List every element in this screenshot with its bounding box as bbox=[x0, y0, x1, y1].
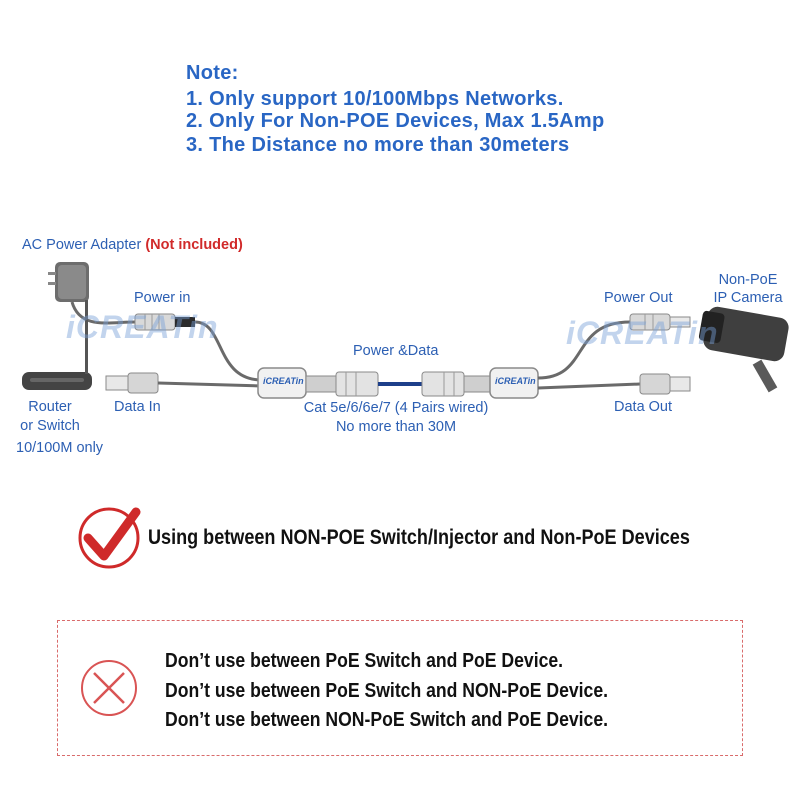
usage-ok-text: Using between NON-POE Switch/Injector an… bbox=[148, 526, 690, 549]
ac-adapter-text: AC Power Adapter bbox=[22, 237, 142, 253]
data-in-label: Data In bbox=[114, 399, 161, 415]
power-in-plug bbox=[134, 313, 195, 331]
dont-use-line-1: Don’t use between PoE Switch and PoE Dev… bbox=[165, 650, 564, 672]
or-switch-label: or Switch bbox=[20, 418, 80, 434]
brand-label-right: iCREATin bbox=[495, 376, 536, 386]
note-title: Note: bbox=[186, 62, 239, 84]
not-included-text: (Not included) bbox=[145, 237, 243, 253]
power-data-label: Power &Data bbox=[353, 343, 439, 359]
watermark-left: iCREATin bbox=[66, 309, 219, 345]
power-out-plug bbox=[629, 313, 691, 331]
note-line-2: 2. Only For Non-POE Devices, Max 1.5Amp bbox=[186, 110, 605, 132]
dont-use-line-3: Don’t use between NON-PoE Switch and PoE… bbox=[165, 709, 609, 731]
brand-label-left: iCREATin bbox=[263, 376, 304, 386]
splitter-box bbox=[489, 367, 539, 399]
cable-length-label: No more than 30M bbox=[335, 419, 457, 435]
ac-adapter-label: AC Power Adapter (Not included) bbox=[22, 237, 243, 253]
watermark-right: iCREATin bbox=[566, 315, 719, 351]
dont-use-box bbox=[57, 620, 743, 756]
router-label: Router bbox=[28, 399, 72, 415]
camera-icon bbox=[698, 306, 789, 393]
data-out-label: Data Out bbox=[614, 399, 673, 415]
cross-icon bbox=[81, 660, 137, 716]
data-in-plug bbox=[105, 372, 159, 394]
check-icon bbox=[78, 507, 141, 569]
note-line-3: 3. The Distance no more than 30meters bbox=[186, 134, 570, 156]
router-icon bbox=[22, 300, 92, 390]
camera-label-1: Non-PoE bbox=[718, 272, 778, 288]
power-out-label: Power Out bbox=[604, 290, 673, 306]
note-line-1: 1. Only support 10/100Mbps Networks. bbox=[186, 88, 564, 110]
dont-use-line-2: Don’t use between PoE Switch and NON-PoE… bbox=[165, 680, 609, 702]
power-in-label: Power in bbox=[134, 290, 191, 306]
camera-label-2: IP Camera bbox=[713, 290, 783, 306]
cable-spec-label: Cat 5e/6/6e/7 (4 Pairs wired) bbox=[303, 400, 489, 416]
data-out-plug bbox=[639, 373, 691, 395]
power-adapter-icon bbox=[48, 262, 89, 302]
speed-label: 10/100M only bbox=[16, 440, 104, 456]
